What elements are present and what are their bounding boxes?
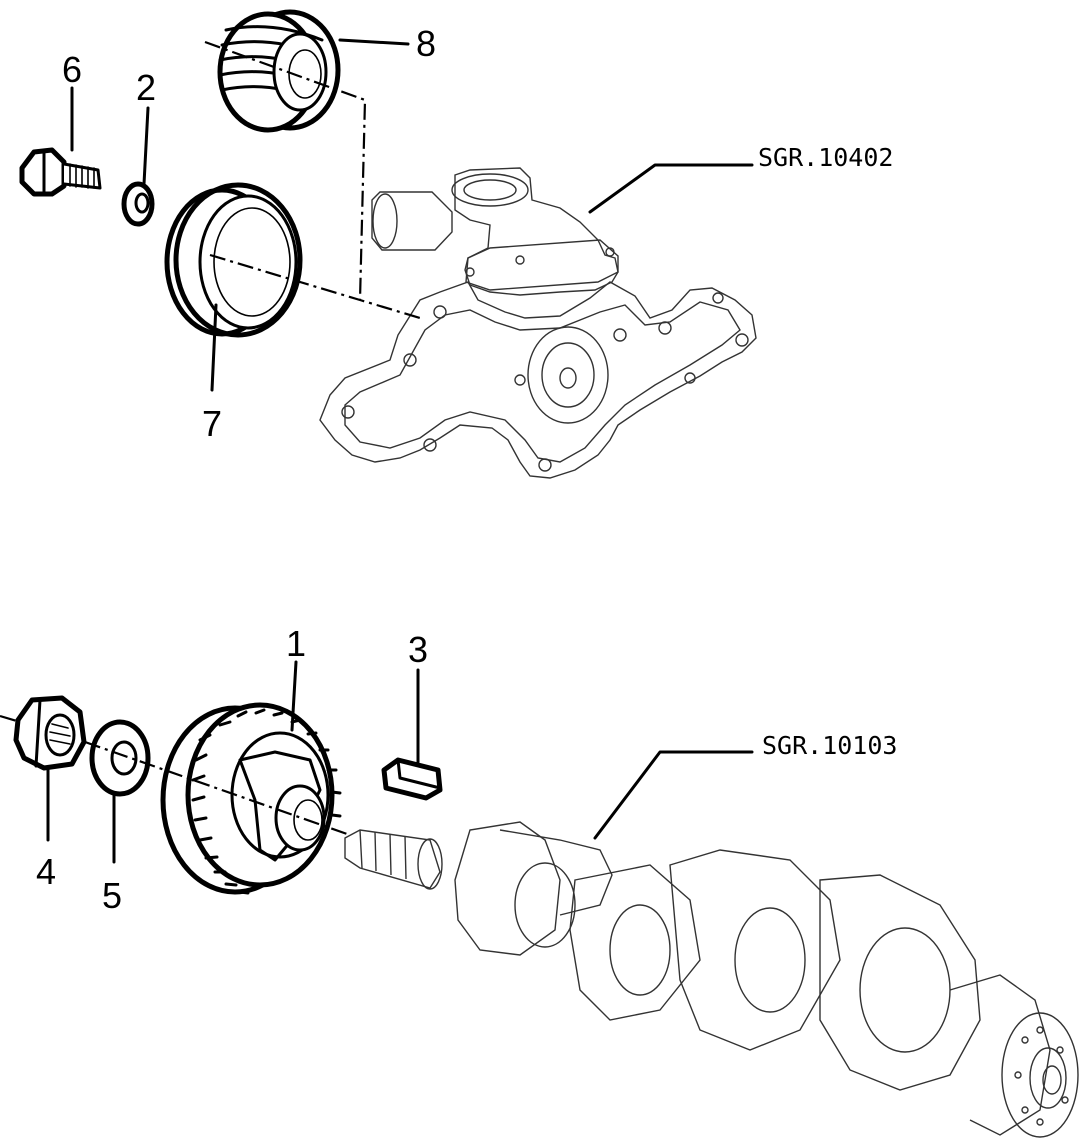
leader-water-pump	[588, 163, 754, 214]
callout-7: 7	[202, 403, 222, 444]
leader-crankshaft	[593, 750, 754, 840]
flat-pulley	[164, 182, 303, 338]
reference-crankshaft: SGR.10103	[762, 731, 897, 760]
reference-water-pump: SGR.10402	[758, 143, 893, 172]
callout-1: 1	[286, 623, 306, 664]
nut-4	[13, 695, 87, 771]
timing-gear	[160, 702, 342, 895]
leader-8	[338, 38, 410, 46]
crankshaft	[344, 821, 1079, 1138]
leader-1	[290, 660, 298, 732]
water-pump-housing	[319, 167, 757, 479]
centerline-crank-nose	[0, 714, 351, 837]
callout-6: 6	[62, 49, 82, 90]
key-3	[381, 757, 443, 801]
washer-5	[89, 719, 151, 797]
grooved-pulley	[217, 9, 341, 133]
bolt-6	[19, 147, 102, 197]
centerline-pulley-7	[209, 253, 421, 320]
callout-4: 4	[36, 851, 56, 892]
washer-2	[121, 181, 155, 227]
callout-2: 2	[136, 67, 156, 108]
leader-7	[210, 303, 218, 392]
callout-3: 3	[408, 629, 428, 670]
leader-2	[142, 106, 150, 186]
centerline-pulley-8	[204, 40, 367, 301]
callout-8: 8	[416, 23, 436, 64]
callout-5: 5	[102, 875, 122, 916]
